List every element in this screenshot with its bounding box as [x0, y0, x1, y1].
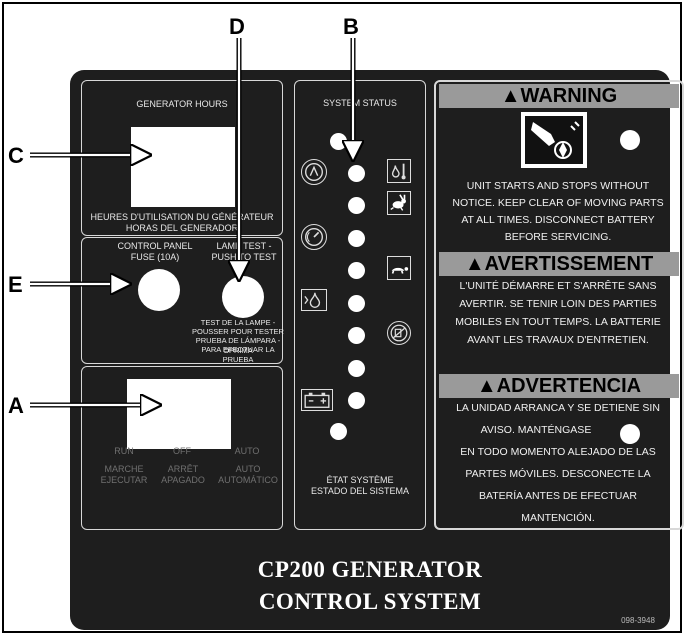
rabbit-fast-icon [387, 191, 411, 215]
generator-hours-label-fr: HEURES D'UTILISATION DU GÉNÉRATEUR [90, 212, 274, 222]
callout-c: C [8, 143, 24, 168]
fuse-label-line2: FUSE (10A) [130, 252, 180, 262]
lamp-test-es-line2: PARA EFECTUAR LA PRUEBA [201, 345, 275, 364]
status-lamp-8 [348, 360, 365, 377]
warning-heading-fr: ▲AVERTISSEMENT [439, 252, 679, 276]
system-status-section: SYSTEM STATUS [294, 80, 426, 530]
callout-b: B [343, 14, 359, 39]
warning-text-fr-4: AVANT LES TRAVAUX D'ENTRETIEN. [467, 334, 649, 346]
mode-auto-es: AUTOMÁTICO [218, 475, 278, 485]
lamp-test-label-line1: LAMP TEST - [216, 241, 272, 251]
warning-text-fr-2: AVERTIR. SE TENIR LOIN DES PARTIES [459, 298, 657, 310]
warning-text-en-4: BEFORE SERVICING. [504, 231, 612, 243]
warning-text-es-4: PARTES MÓVILES. DESCONECTE LA [465, 468, 651, 480]
mode-run-fr: MARCHE [104, 464, 144, 474]
warning-section: ▲WARNING UNIT STARTS AND STOPS WITHOUT N… [434, 80, 684, 530]
lamp-test-fr-line2: POUSSER POUR TESTER [192, 327, 284, 336]
lamp-test-fr-line1: TEST DE LA LAMPE - [200, 318, 276, 327]
system-status-title-es: ESTADO DEL SISTEMA [310, 486, 410, 496]
status-lamp-3 [348, 197, 365, 214]
mode-off-label: OFF [173, 446, 191, 456]
generator-hours-label-es: HORAS DEL GENERADOR [125, 223, 239, 233]
warning-text-en-3: AT ALL TIMES. DISCONNECT BATTERY [461, 214, 655, 226]
callout-e: E [8, 272, 23, 297]
lamp-test-button[interactable] [222, 276, 264, 318]
mode-run-label: RUN [114, 446, 134, 456]
status-lamp-7 [348, 327, 365, 344]
warning-text-en-2: NOTICE. KEEP CLEAR OF MOVING PARTS [452, 197, 664, 209]
overcrank-icon [301, 159, 327, 185]
mode-run-es: EJECUTAR [100, 475, 148, 485]
fuse-lamp-test-section: CONTROL PANEL FUSE (10A) LAMP TEST - PUS… [81, 237, 284, 364]
status-lamp-10 [330, 423, 347, 440]
warning-text-es-6: MANTENCIÓN. [521, 512, 595, 524]
warning-text-fr-1: L'UNITÉ DÉMARRE ET S'ARRÊTE SANS [459, 280, 657, 292]
moving-parts-hazard-icon [521, 112, 587, 168]
warning-heading-es: ▲ADVERTENCIA [439, 374, 679, 398]
system-status-title-fr: ÉTAT SYSTÈME [326, 475, 394, 485]
callout-a: A [8, 393, 24, 418]
mode-off-fr: ARRÊT [167, 464, 199, 474]
warning-text-es-1: LA UNIDAD ARRANCA Y SE DETIENE SIN [456, 402, 660, 414]
callout-d: D [229, 14, 245, 39]
status-lamp-5 [348, 262, 365, 279]
fuel-level-icon [387, 321, 411, 345]
control-panel: GENERATOR HOURS HEURES D'UTILISATION DU … [70, 70, 684, 630]
warning-text-es-5: BATERÍA ANTES DE EFECTUAR [479, 490, 637, 502]
warning-text-es-2: AVISO. MANTÉNGASE [480, 424, 592, 436]
fuse-label-line1: CONTROL PANEL [117, 241, 193, 251]
panel-title-line1: CP200 GENERATOR [257, 557, 483, 582]
coolant-temperature-icon [387, 159, 411, 183]
system-status-title: SYSTEM STATUS [323, 98, 397, 108]
status-lamp-1 [330, 133, 347, 150]
lamp-test-es-line1: PRUEBA DE LÁMPARA - OPRIMA [195, 336, 281, 355]
battery-icon [301, 389, 333, 411]
generator-hours-label: GENERATOR HOURS [136, 99, 228, 109]
mode-switch[interactable] [127, 379, 231, 449]
warning-heading-en: ▲WARNING [439, 84, 679, 108]
warning-text-fr-3: MOBILES EN TOUT TEMPS. LA BATTERIE [455, 316, 661, 328]
warning-text-en-1: UNIT STARTS AND STOPS WITHOUT [466, 180, 650, 192]
status-lamp-6 [348, 295, 365, 312]
oil-pressure-icon [301, 289, 327, 311]
status-lamp-9 [348, 392, 365, 409]
turtle-slow-icon [387, 256, 411, 280]
generator-hours-section: GENERATOR HOURS HEURES D'UTILISATION DU … [81, 80, 283, 236]
mode-auto-fr: AUTO [235, 464, 261, 474]
warning-indicator-light-2 [620, 424, 640, 444]
mode-auto-label: AUTO [234, 446, 260, 456]
mode-switch-section: RUN OFF AUTO MARCHE EJECUTAR ARRÊT APAGA… [81, 366, 283, 530]
warning-text-es-3: EN TODO MOMENTO ALEJADO DE LAS [460, 446, 656, 458]
status-lamp-4 [348, 230, 365, 247]
hour-meter-display [131, 127, 235, 207]
lamp-test-label-line2: PUSH TO TEST [211, 252, 277, 262]
part-number: 098-3948 [621, 616, 655, 625]
overspeed-icon [301, 224, 327, 250]
control-panel-fuse[interactable] [138, 269, 180, 311]
panel-title-line2: CONTROL SYSTEM [258, 589, 482, 614]
mode-off-es: APAGADO [161, 475, 205, 485]
warning-indicator-light [620, 130, 640, 150]
status-lamp-2 [348, 165, 365, 182]
